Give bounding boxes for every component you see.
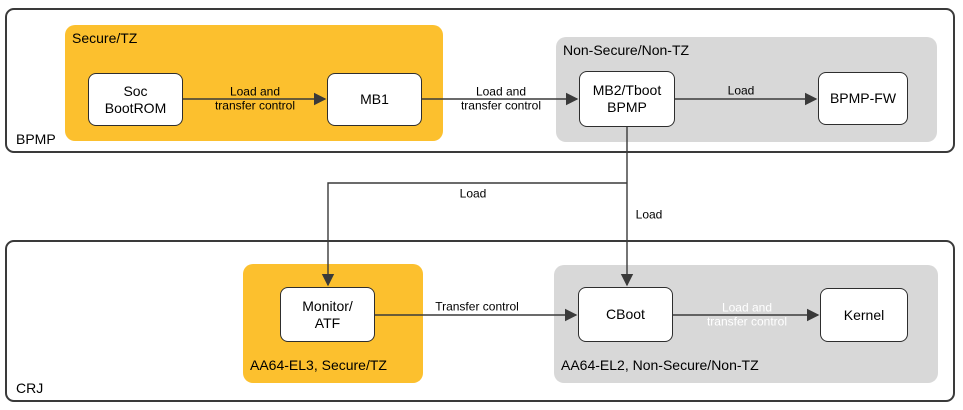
node-soc-bootrom: Soc BootROM xyxy=(88,73,183,126)
node-mb2-tboot-bpmp: MB2/Tboot BPMP xyxy=(579,71,675,127)
edge-label-mb1-to-mb2: Load and transfer control xyxy=(460,84,542,112)
group-crj-label: CRJ xyxy=(16,380,44,396)
zone-non-secure-tz-label: Non-Secure/Non-TZ xyxy=(563,42,690,58)
edge-label-monitor-to-cboot: Transfer control xyxy=(435,299,519,314)
edge-label-bootrom-to-mb1: Load and transfer control xyxy=(214,84,296,112)
edge-label-cboot-to-kernel: Load and transfer control xyxy=(706,300,788,328)
zone-aa64-el2-label: AA64-EL2, Non-Secure/Non-TZ xyxy=(561,357,759,373)
node-monitor-atf: Monitor/ ATF xyxy=(280,287,375,342)
edge-label-mb2-to-monitor: Load xyxy=(459,186,487,201)
node-cboot: CBoot xyxy=(578,287,673,342)
group-bpmp-label: BPMP xyxy=(16,131,56,147)
edge-label-mb2-to-bpmpfw: Load xyxy=(727,83,755,98)
zone-aa64-el3-label: AA64-EL3, Secure/TZ xyxy=(250,357,387,373)
node-kernel: Kernel xyxy=(820,288,908,342)
zone-secure-tz-label: Secure/TZ xyxy=(72,30,138,46)
node-mb1: MB1 xyxy=(327,73,422,126)
node-bpmp-fw: BPMP-FW xyxy=(818,72,908,125)
edge-label-mb2-to-cboot: Load xyxy=(635,207,663,222)
